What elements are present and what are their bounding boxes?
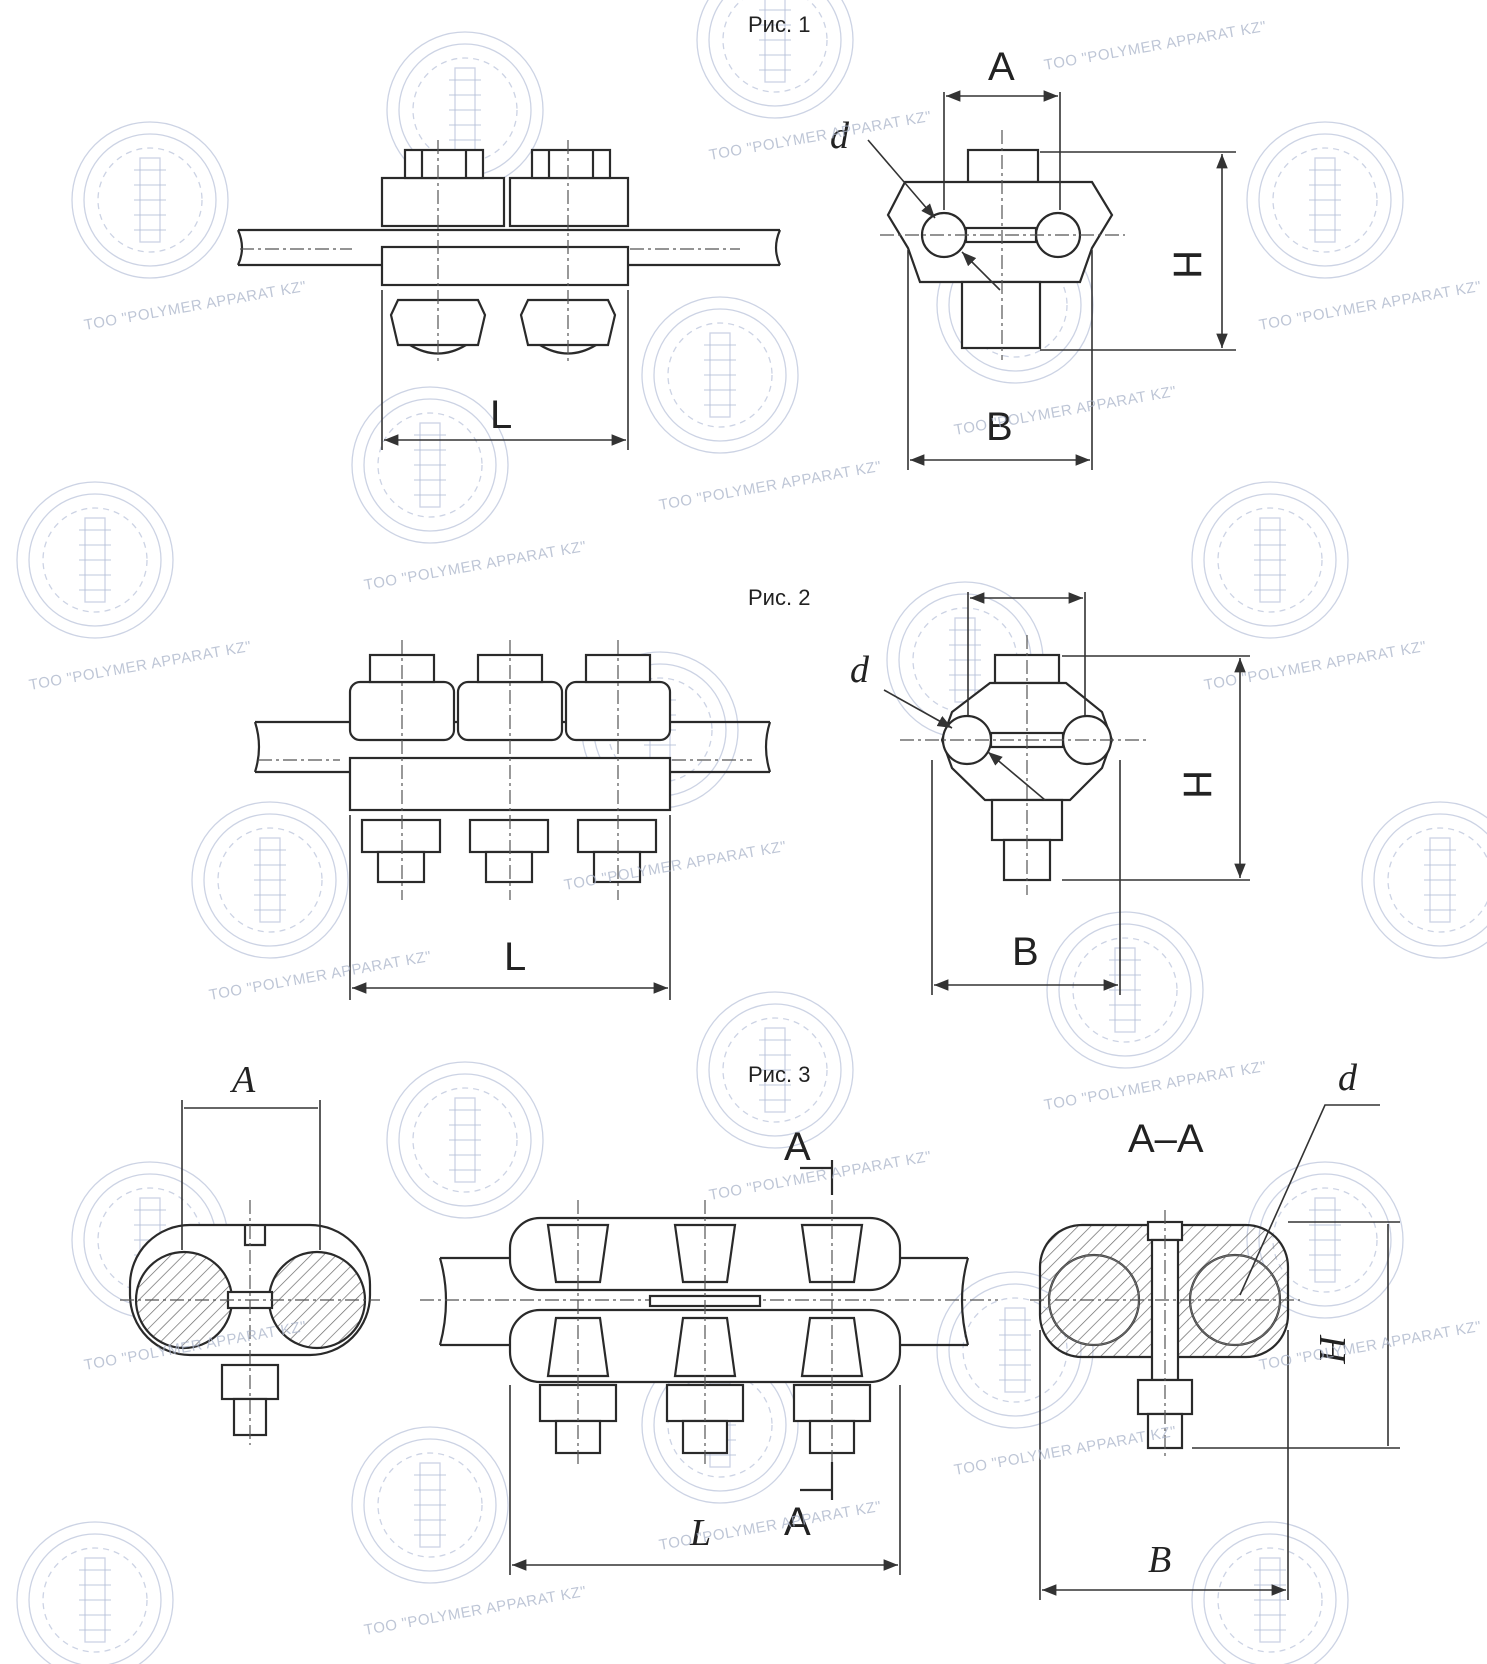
fig2-dim-d: d <box>850 649 870 691</box>
fig2-dim-B: B <box>1012 930 1039 974</box>
watermark-text: TOO "POLYMER APPARAT KZ" <box>363 1583 588 1639</box>
fig2-dim-L: L <box>504 935 526 979</box>
watermark-text: TOO "POLYMER APPARAT KZ" <box>1258 1318 1483 1374</box>
figure-2: Рис. 2 L <box>253 585 1250 1000</box>
fig3-section-marker-top: A <box>784 1125 811 1169</box>
fig1-end-view: A H B d <box>830 45 1236 470</box>
fig3-end-dim-A: A <box>229 1059 256 1101</box>
watermark-text: TOO "POLYMER APPARAT KZ" <box>1043 18 1268 74</box>
fig3-dim-B: B <box>1148 1539 1171 1581</box>
fig2-dim-H: H <box>1175 770 1219 799</box>
fig3-section-marker-bottom: A <box>784 1500 811 1544</box>
figure-2-caption: Рис. 2 <box>748 585 810 610</box>
watermark-text: TOO "POLYMER APPARAT KZ" <box>953 1423 1178 1479</box>
watermark-text: TOO "POLYMER APPARAT KZ" <box>658 458 883 514</box>
figure-1: Рис. 1 L <box>236 12 1236 470</box>
figure-3: Рис. 3 A <box>120 1057 1400 1600</box>
fig3-end-view: A <box>120 1059 380 1445</box>
fig2-side-view: L <box>253 640 772 1000</box>
fig2-end-view: H B d <box>850 592 1250 995</box>
watermark-text: TOO "POLYMER APPARAT KZ" <box>208 948 433 1004</box>
watermark-text: TOO "POLYMER APPARAT KZ" <box>1258 278 1483 334</box>
watermark-text: TOO "POLYMER APPARAT KZ" <box>363 538 588 594</box>
fig1-dim-A: A <box>988 45 1015 89</box>
fig3-dim-L: L <box>689 1512 711 1554</box>
fig3-dim-d: d <box>1338 1057 1358 1099</box>
fig3-dim-H: H <box>1311 1334 1353 1365</box>
watermark-text: TOO "POLYMER APPARAT KZ" <box>1203 638 1428 694</box>
fig1-dim-B: B <box>986 405 1013 449</box>
fig1-dim-d: d <box>830 115 850 157</box>
fig1-side-view: L <box>236 140 782 450</box>
fig3-section-title: A–A <box>1128 1117 1204 1161</box>
fig1-dim-L: L <box>490 393 512 437</box>
fig3-section-view: A–A d H B <box>1030 1057 1400 1600</box>
figure-3-caption: Рис. 3 <box>748 1062 810 1087</box>
figure-1-caption: Рис. 1 <box>748 12 810 37</box>
watermark-text: TOO "POLYMER APPARAT KZ" <box>708 108 933 164</box>
fig3-side-view: A A L <box>420 1125 998 1575</box>
watermark-text: TOO "POLYMER APPARAT KZ" <box>1043 1058 1268 1114</box>
watermark-text: TOO "POLYMER APPARAT KZ" <box>28 638 253 694</box>
watermark-text: TOO "POLYMER APPARAT KZ" <box>83 278 308 334</box>
watermark-text: TOO "POLYMER APPARAT KZ" <box>708 1148 933 1204</box>
fig1-dim-H: H <box>1165 250 1209 279</box>
